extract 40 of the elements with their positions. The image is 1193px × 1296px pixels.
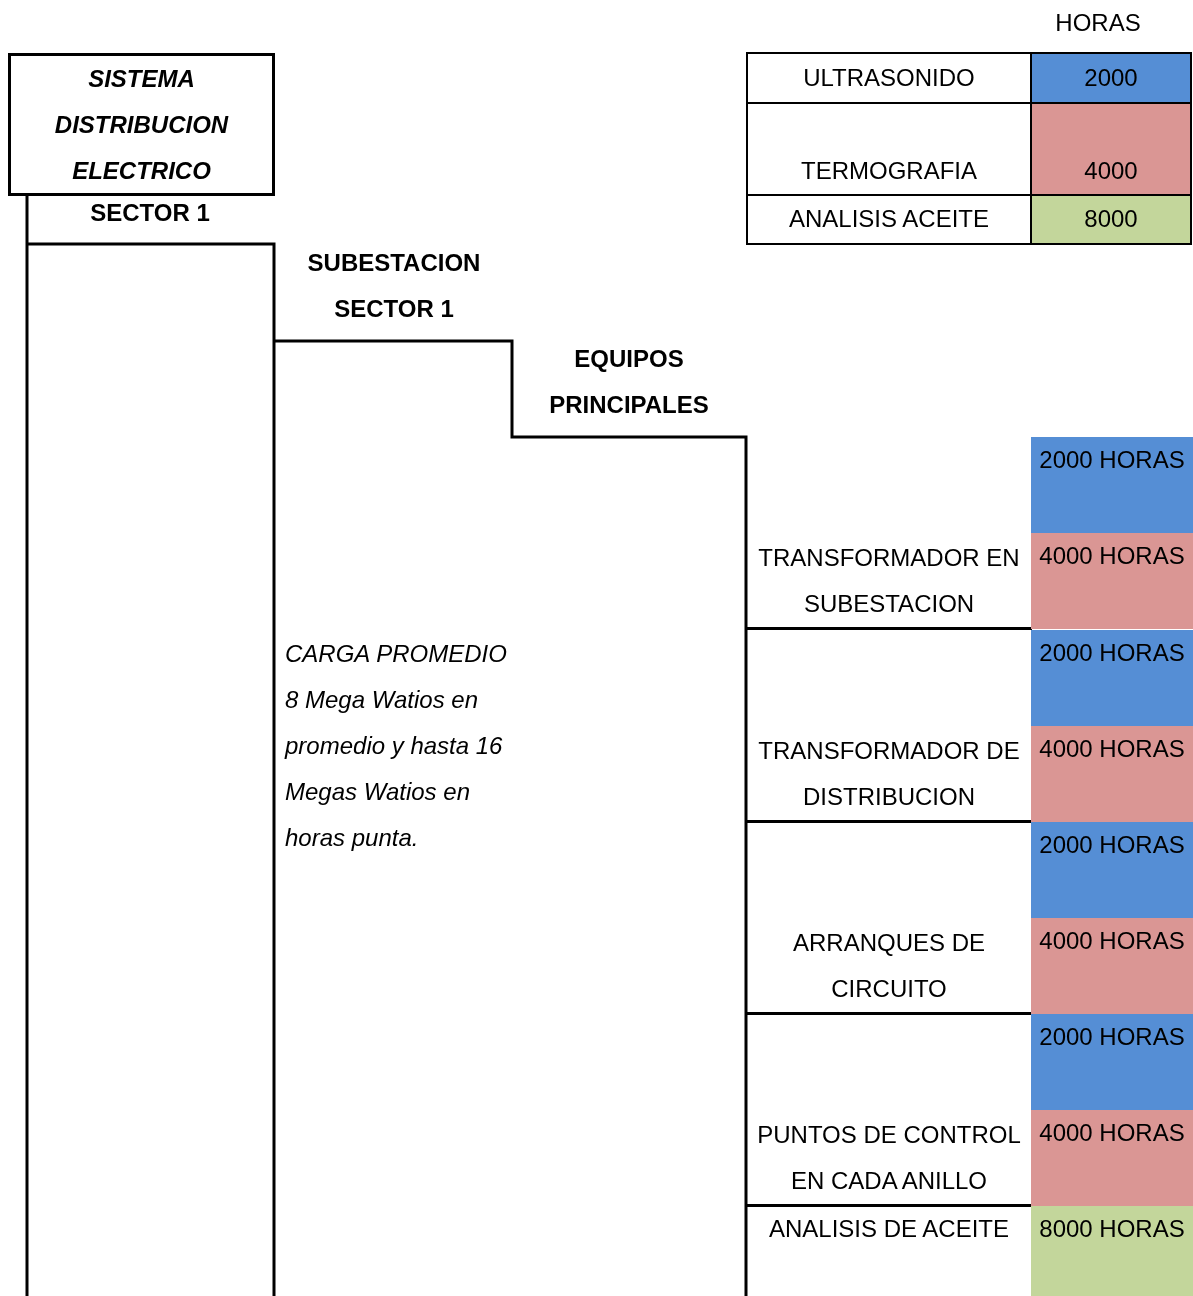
column-header: HORAS <box>1054 8 1142 38</box>
hours-text: 2000 HORAS <box>1038 638 1186 668</box>
hours-text: 4000 HORAS <box>1038 1118 1186 1148</box>
cell-text: TRANSFORMADOR EN SUBESTACION <box>757 543 1021 619</box>
hours-text: 8000 HORAS <box>1038 1214 1186 1244</box>
hours-text: 8000 <box>1083 204 1139 234</box>
hours-text: 4000 <box>1083 156 1139 186</box>
hours-text: 2000 HORAS <box>1038 830 1186 860</box>
level-label: EQUIPOS PRINCIPALES <box>548 344 710 420</box>
title-text: SISTEMA DISTRIBUCION ELECTRICO <box>53 63 230 186</box>
hours-cell <box>1030 102 1192 196</box>
cell-text: ULTRASONIDO <box>802 63 976 93</box>
hours-text: 4000 HORAS <box>1038 926 1186 956</box>
hours-text: 2000 HORAS <box>1038 1022 1186 1052</box>
hours-text: 2000 <box>1083 63 1139 93</box>
hours-cell <box>1031 1110 1193 1206</box>
cell-text: ARRANQUES DE CIRCUITO <box>791 928 986 1004</box>
cell-text: ANALISIS ACEITE <box>787 204 991 234</box>
note-text: CARGA PROMEDIO 8 Mega Watios en promedio y hasta 16 Megas Watios en horas punta. <box>285 639 508 853</box>
cell-text: TRANSFORMADOR DE DISTRIBUCION <box>757 736 1021 812</box>
hours-cell <box>1031 533 1193 629</box>
hours-cell <box>1031 822 1193 918</box>
hours-cell <box>1031 630 1193 726</box>
hours-cell <box>1031 918 1193 1014</box>
hours-cell <box>1030 52 1192 104</box>
level-label: SECTOR 1 <box>89 198 211 228</box>
level-label: SUBESTACION SECTOR 1 <box>306 248 482 324</box>
title-box <box>8 53 275 196</box>
hours-cell <box>1031 437 1193 533</box>
table-cell <box>746 194 1032 245</box>
cell-text: TERMOGRAFIA <box>800 156 978 186</box>
hours-cell <box>1031 1014 1193 1110</box>
hours-cell <box>1031 726 1193 822</box>
hours-text: 4000 HORAS <box>1038 541 1186 571</box>
cell-text: PUNTOS DE CONTROL EN CADA ANILLO <box>756 1120 1022 1196</box>
cell-text: ANALISIS DE ACEITE <box>767 1214 1011 1244</box>
hours-text: 2000 HORAS <box>1038 445 1186 475</box>
hours-text: 4000 HORAS <box>1038 734 1186 764</box>
hours-cell <box>1030 194 1192 245</box>
hours-cell <box>1031 1206 1193 1296</box>
